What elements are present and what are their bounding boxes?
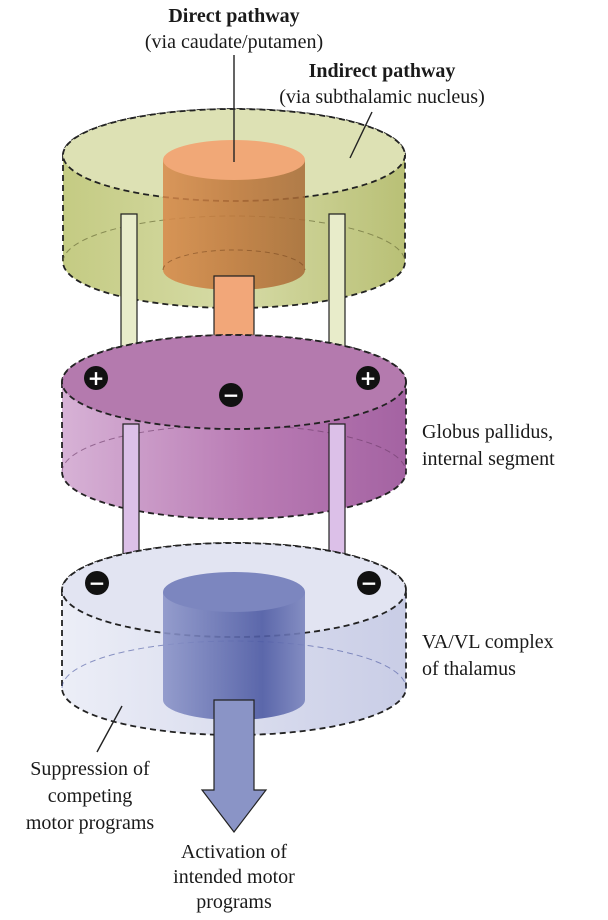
inhibitory-sign-thal-left: −: [85, 571, 109, 595]
caudate-putamen-cylinder: [162, 140, 306, 290]
direct-pathway-title: Direct pathway: [168, 5, 300, 27]
svg-text:+: +: [360, 366, 377, 390]
globus-pallidus-label-line2: internal segment: [422, 448, 555, 470]
suppression-pointer-line: [96, 705, 123, 753]
indirect-pointer-line: [349, 111, 373, 159]
thalamus-label-line2: of thalamus: [422, 658, 516, 680]
globus-pallidus-label-line1: Globus pallidus,: [422, 421, 554, 443]
suppression-label-line2: competing: [47, 785, 133, 807]
thalamus-label-line1: VA/VL complex: [422, 631, 554, 653]
globus-pallidus-disk: [61, 334, 407, 520]
indirect-pathway-subtitle: (via subthalamic nucleus): [279, 86, 485, 108]
activation-label-line1: Activation of: [180, 841, 288, 863]
svg-text:−: −: [89, 571, 106, 595]
activation-label-line2: intended motor: [173, 866, 295, 888]
svg-text:−: −: [223, 383, 240, 407]
suppression-label-line1: Suppression of: [30, 758, 150, 780]
inhibitory-sign-thal-right: −: [357, 571, 381, 595]
activation-arrow: [200, 699, 268, 833]
indirect-pathway-title: Indirect pathway: [308, 60, 456, 82]
thalamus-inner-cylinder: [163, 572, 305, 720]
svg-text:−: −: [361, 571, 378, 595]
inhibitory-sign-center: −: [219, 383, 243, 407]
suppression-label-line3: motor programs: [25, 812, 155, 834]
excitatory-sign-left: +: [84, 366, 108, 390]
activation-label-line3: programs: [196, 891, 272, 913]
svg-text:+: +: [88, 366, 105, 390]
excitatory-sign-right: +: [356, 366, 380, 390]
direct-pathway-subtitle: (via caudate/putamen): [144, 31, 324, 53]
